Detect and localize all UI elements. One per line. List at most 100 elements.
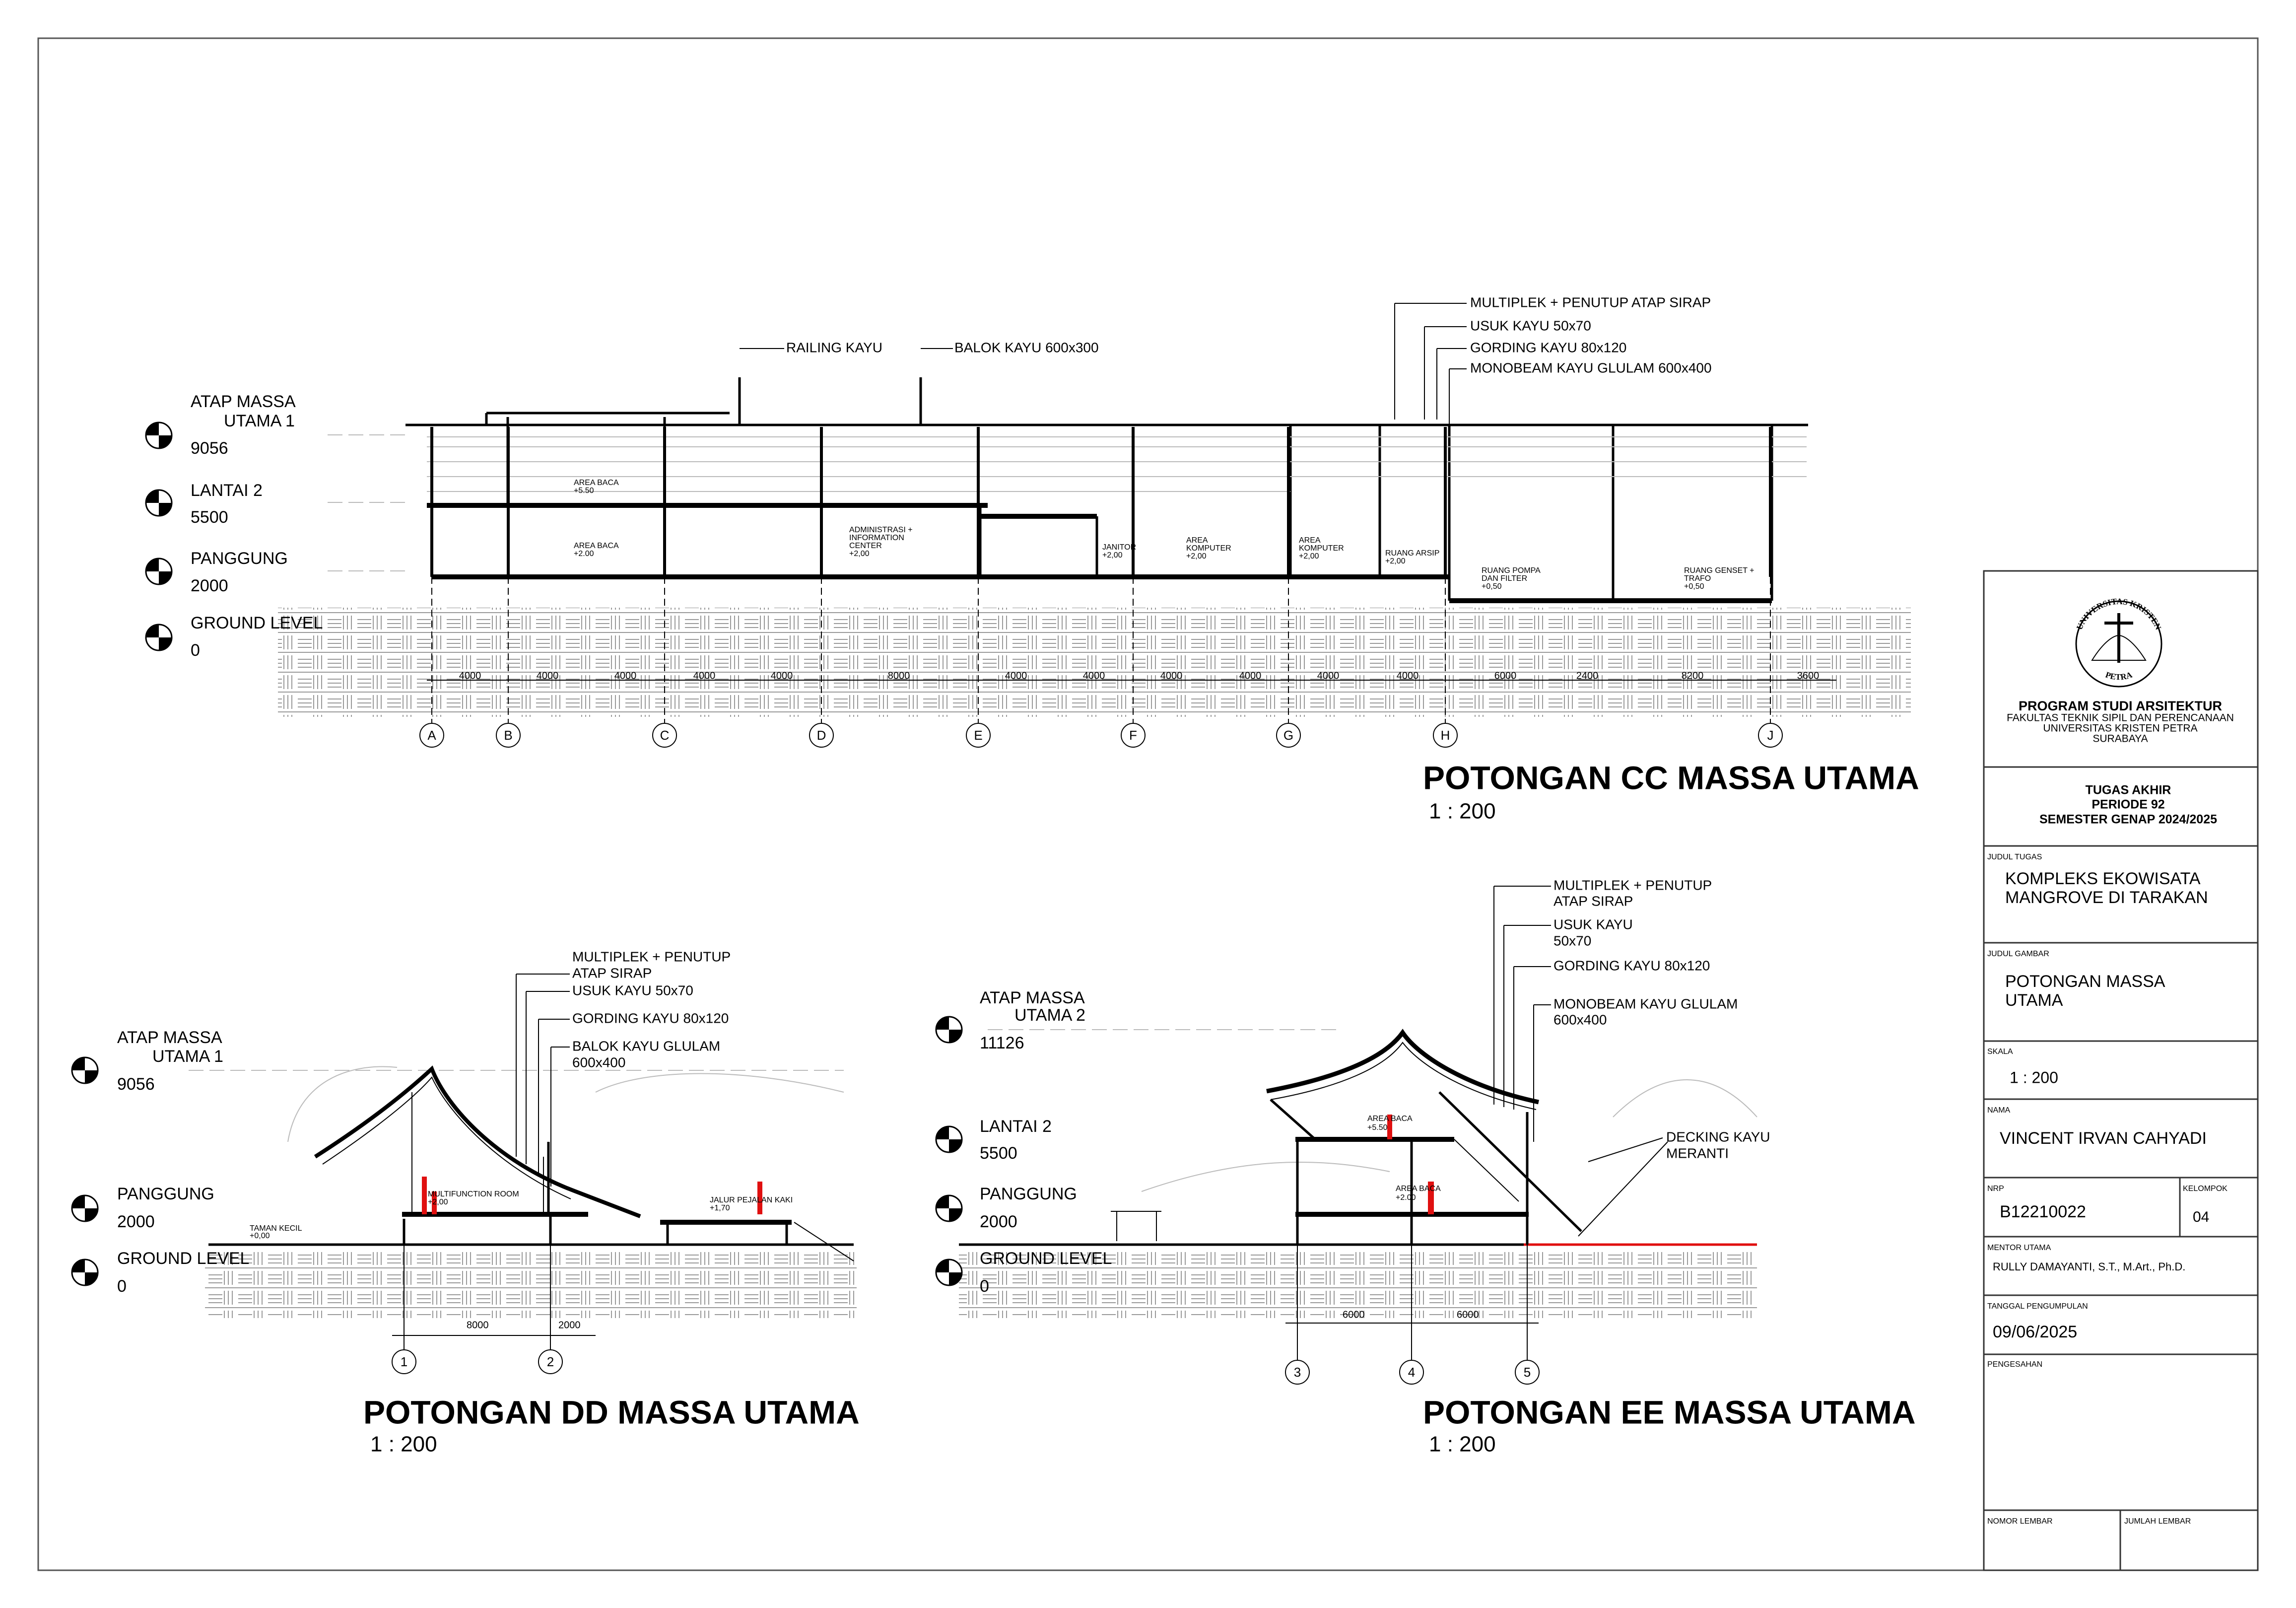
room-label: INFORMATION	[849, 534, 904, 542]
annotation-monobeam: MONOBEAM KAYU GLULAM 600x400	[1470, 360, 1712, 375]
level-value: 5500	[191, 508, 228, 527]
grid-bubble: J	[1758, 723, 1783, 748]
annotation-text: 600x400	[572, 1054, 625, 1070]
grid-label: 2	[547, 1354, 554, 1369]
dimension-text: 6000	[1457, 1309, 1479, 1320]
grid-bubble: H	[1433, 723, 1458, 748]
grid-bubble-3: 3	[1285, 1360, 1310, 1385]
room-label: RUANG ARSIP	[1385, 549, 1439, 558]
annotation-text: 50x70	[1553, 933, 1591, 948]
student-name: VINCENT IRVAN CAHYADI	[2000, 1129, 2207, 1148]
level-label: ATAP MASSA	[191, 392, 296, 411]
level-marker-icon	[145, 624, 173, 651]
level-marker-icon	[145, 489, 173, 517]
room-label: AREA	[1299, 536, 1321, 545]
grid-label: J	[1767, 728, 1774, 743]
task-period: PERIODE 92	[2092, 798, 2164, 812]
annotation-usuk: USUK KAYU 50x70	[1470, 318, 1591, 333]
section-title: POTONGAN CC MASSA UTAMA	[1423, 759, 1919, 796]
section-scale: 1 : 200	[370, 1432, 437, 1457]
room-label: RUANG GENSET +	[1684, 566, 1755, 575]
grid-label: 3	[1294, 1365, 1301, 1380]
field-label: TANGGAL PENGUMPULAN	[1987, 1302, 2088, 1311]
grid-label: E	[974, 728, 982, 743]
field-label: JUMLAH LEMBAR	[2124, 1517, 2191, 1526]
student-nrp: B12210022	[2000, 1202, 2086, 1221]
room-label: KOMPUTER	[1299, 544, 1344, 553]
submission-date: 09/06/2025	[1993, 1323, 2077, 1341]
grid-label: H	[1441, 728, 1450, 743]
room-label: RUANG POMPA	[1482, 566, 1541, 575]
ground-hatch	[959, 1252, 1757, 1318]
room-label: +2,00	[1385, 557, 1406, 565]
scale-value: 1 : 200	[2010, 1068, 2058, 1086]
annotation-text: ATAP SIRAP	[1553, 893, 1633, 909]
annotation-text: MULTIPLEK + PENUTUP	[572, 949, 731, 964]
room-label: +2,00	[1102, 551, 1123, 559]
level-label: UTAMA 1	[224, 412, 295, 430]
level-marker-icon	[71, 1056, 99, 1084]
annotation-multiplek: MULTIPLEK + PENUTUP ATAP SIRAP	[1470, 294, 1711, 310]
grid-bubble: C	[652, 723, 677, 748]
level-marker-icon	[935, 1194, 963, 1222]
task-title: TUGAS AKHIR	[2086, 783, 2171, 797]
section-scale: 1 : 200	[1429, 799, 1496, 824]
room-label: AREA BACA	[574, 542, 619, 550]
room-elevation: +5.50	[1367, 1123, 1388, 1132]
field-label: SKALA	[1987, 1048, 2013, 1056]
dd-room-labels: MULTIFUNCTION ROOM +2,00 JALUR PEJALAN K…	[250, 1190, 793, 1240]
cc-annotations: RAILING KAYU BALOK KAYU 600x300 MULTIPLE…	[786, 294, 1712, 375]
section-cc: RAILING KAYU BALOK KAYU 600x300 MULTIPLE…	[145, 294, 1919, 824]
level-label: PANGGUNG	[117, 1185, 214, 1203]
field-label: KELOMPOK	[2183, 1185, 2228, 1193]
level-label: PANGGUNG	[191, 549, 288, 568]
room-label: +0,50	[1482, 582, 1502, 591]
grid-bubble: A	[419, 723, 444, 748]
room-elevation: +2,00	[428, 1198, 448, 1206]
ee-level-markers: ATAP MASSA UTAMA 2 11126 LANTAI 2 5500 P…	[935, 988, 1112, 1296]
annotation-gording: GORDING KAYU 80x120	[1470, 340, 1626, 355]
level-marker-icon	[935, 1258, 963, 1286]
field-label: JUDUL GAMBAR	[1987, 950, 2049, 958]
level-marker-icon	[935, 1125, 963, 1153]
level-label: LANTAI 2	[191, 481, 263, 500]
room-label: AREA BACA	[1396, 1185, 1441, 1193]
annotation-text: GORDING KAYU 80x120	[1553, 958, 1710, 973]
level-label: GROUND LEVEL	[117, 1249, 249, 1268]
grid-bubble: F	[1121, 723, 1146, 748]
level-label: UTAMA 2	[1014, 1006, 1085, 1025]
dimension-text: 8000	[467, 1320, 489, 1330]
city-name: SURABAYA	[2093, 733, 2148, 745]
dimension-text: 4000	[1397, 670, 1419, 681]
annotation-text: 600x400	[1553, 1012, 1607, 1027]
room-label: +2,00	[1186, 552, 1207, 560]
dimension-text: 4000	[1005, 670, 1027, 681]
title-block: UNIVERSITAS KRISTEN PETRA PROGRAM STUDI …	[1983, 570, 2259, 1571]
room-label: JANITOR	[1102, 543, 1136, 552]
room-label: JALUR PEJALAN KAKI	[710, 1196, 793, 1204]
task-semester: SEMESTER GENAP 2024/2025	[2039, 813, 2217, 827]
annotation-text: MONOBEAM KAYU GLULAM	[1553, 996, 1738, 1011]
room-label: +5.50	[574, 487, 594, 495]
dimension-text: 4000	[1083, 670, 1105, 681]
grid-label: 5	[1524, 1365, 1531, 1380]
grid-label: D	[817, 728, 826, 743]
annotation-balok: BALOK KAYU 600x300	[954, 340, 1099, 355]
dimension-text: 4000	[771, 670, 793, 681]
annotation-railing: RAILING KAYU	[786, 340, 882, 355]
dd-annotations: MULTIPLEK + PENUTUP ATAP SIRAP USUK KAYU…	[572, 949, 731, 1070]
level-label: UTAMA 1	[152, 1047, 223, 1066]
grid-label: F	[1129, 728, 1137, 743]
annotation-text: ATAP SIRAP	[572, 965, 652, 980]
grid-bubble: E	[966, 723, 991, 748]
faculty-name: FAKULTAS TEKNIK SIPIL DAN PERENCANAAN	[2007, 712, 2234, 724]
annotation-text: BALOK KAYU GLULAM	[572, 1038, 720, 1053]
level-value: 9056	[191, 439, 228, 458]
room-label: AREA	[1186, 536, 1208, 545]
dd-level-markers: ATAP MASSA UTAMA 1 9056 PANGGUNG 2000 GR…	[71, 1028, 249, 1296]
ee-annotations: MULTIPLEK + PENUTUP ATAP SIRAP USUK KAYU…	[1553, 877, 1770, 1161]
dimension-text: 6000	[1494, 670, 1517, 681]
cc-building-section	[328, 377, 1808, 603]
